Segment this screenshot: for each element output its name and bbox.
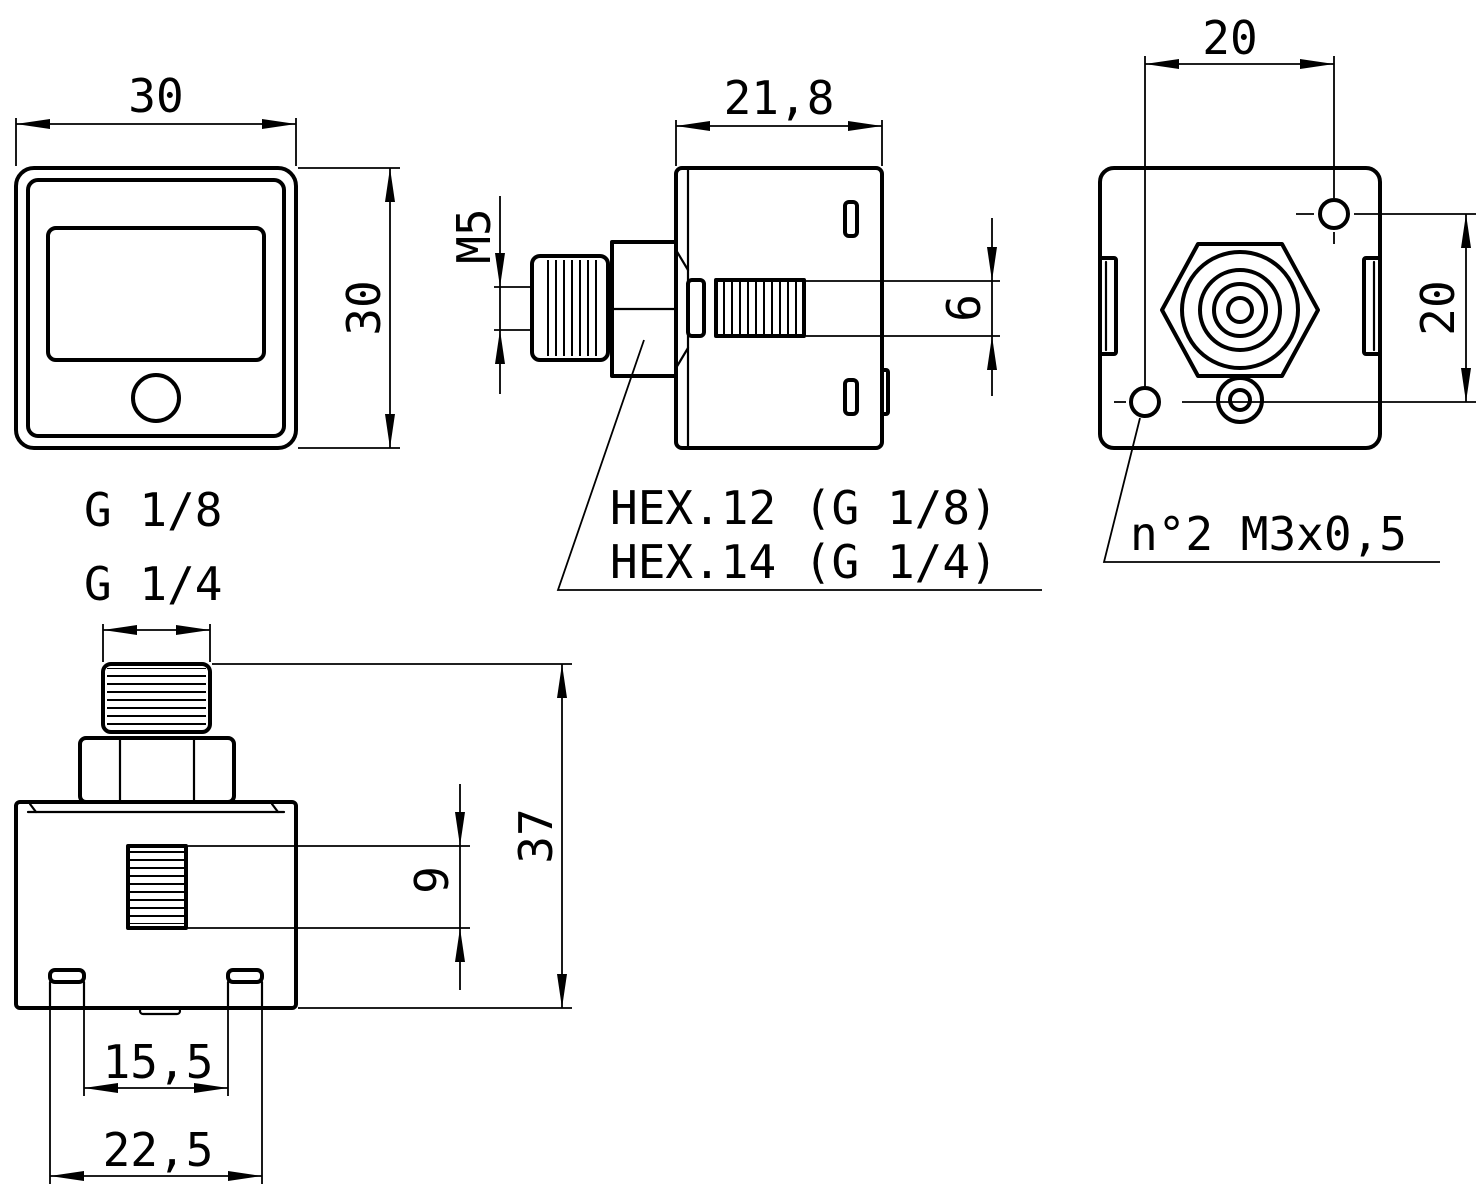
back-view: 20 20 n°2 M3x0,5 [1098,11,1476,563]
front-view: 30 30 [14,69,400,450]
mount-hole-icon [1318,198,1350,230]
label-thread-g18: G 1/8 [84,483,222,537]
dim-bottom-foot-inner: 15,5 [103,1035,214,1089]
dim-side-slot: 6 [937,294,991,322]
front-button-icon [131,373,181,423]
mount-hole-icon [1129,386,1161,418]
dim-bottom-foot-outer: 22,5 [103,1123,214,1177]
small-port-icon [1216,376,1264,424]
label-hex12: HEX.12 (G 1/8) [610,481,998,535]
label-thread-g14: G 1/4 [84,557,222,611]
bottom-view: G 1/8 G 1/4 37 [14,483,572,1184]
dim-front-height: 30 [337,280,391,335]
dim-front-width: 30 [128,69,183,123]
side-view: 21,8 M5 6 HEX.12 (G 1/8) HEX.14 (G 1/4) [447,71,1042,591]
label-mount-holes: n°2 M3x0,5 [1130,507,1407,561]
label-hex14: HEX.14 (G 1/4) [610,535,998,589]
dim-side-depth: 21,8 [724,71,835,125]
dim-bottom-height: 37 [509,808,563,863]
display-window [46,226,266,362]
dim-back-hole-y: 20 [1411,280,1465,335]
dim-bottom-slot: 9 [405,866,459,894]
dim-side-thread: M5 [447,208,501,263]
dim-back-hole-x: 20 [1202,11,1257,65]
